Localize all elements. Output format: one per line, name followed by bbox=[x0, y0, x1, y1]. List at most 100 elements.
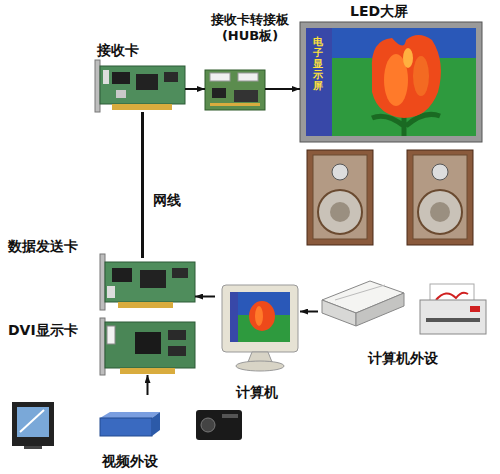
receiver-card-art bbox=[100, 66, 185, 104]
speaker-art bbox=[332, 164, 348, 180]
dvi-card-art bbox=[100, 318, 195, 375]
send-card-art bbox=[100, 254, 105, 310]
computer-art bbox=[222, 285, 298, 371]
computer-art bbox=[230, 292, 238, 342]
receiver-card-art bbox=[95, 60, 100, 112]
component-label: LED大屏 bbox=[350, 3, 408, 20]
component-box: 接收卡转接板 (HUB板) bbox=[205, 68, 265, 110]
send-card-art bbox=[140, 270, 166, 288]
speaker-art bbox=[418, 190, 462, 234]
connector bbox=[195, 296, 215, 298]
receiver-card-art bbox=[112, 104, 172, 110]
hub-board-art bbox=[205, 70, 265, 110]
video-device-art bbox=[12, 402, 242, 449]
peripheral-art bbox=[426, 318, 480, 322]
computer-art bbox=[230, 292, 290, 342]
led-screen-art bbox=[306, 28, 476, 136]
video-device-art bbox=[152, 412, 160, 436]
hub-board-art bbox=[210, 73, 230, 81]
dvi-card-art bbox=[107, 326, 115, 344]
hub-board-art bbox=[238, 73, 258, 81]
speaker-art bbox=[407, 150, 473, 245]
receiver-card-art bbox=[103, 70, 109, 84]
speaker-art bbox=[307, 150, 373, 245]
peripheral-art bbox=[322, 281, 486, 334]
component-label: 接收卡 bbox=[97, 42, 139, 59]
receiver-card-art bbox=[164, 72, 178, 82]
component-box: LED大屏电子显示屏 bbox=[300, 22, 482, 142]
peripheral-art bbox=[436, 293, 468, 300]
component-box: DVI显示卡 bbox=[100, 318, 195, 375]
component-box: 接收卡 bbox=[95, 64, 185, 112]
peripheral-art bbox=[322, 300, 356, 326]
component-label: 接收卡转接板 (HUB板) bbox=[200, 12, 300, 44]
led-screen-art bbox=[403, 48, 413, 68]
hub-board-art bbox=[212, 88, 226, 98]
dvi-card-art bbox=[100, 318, 105, 375]
component-label: 计算机 bbox=[236, 384, 278, 401]
video-device-art bbox=[20, 410, 44, 432]
connector bbox=[147, 375, 149, 395]
receiver-card-art bbox=[116, 90, 126, 98]
send-card-art bbox=[107, 286, 115, 298]
receiver-card-art bbox=[95, 60, 185, 112]
video-device-art bbox=[196, 410, 242, 440]
dvi-card-art bbox=[120, 368, 175, 374]
component-label: 数据发送卡 bbox=[8, 238, 78, 255]
speaker-art bbox=[330, 202, 350, 222]
send-card-art bbox=[118, 302, 173, 308]
led-screen-art bbox=[306, 28, 332, 136]
speaker-art bbox=[307, 150, 473, 245]
video-device-art bbox=[222, 414, 238, 418]
component-box: 视频外设 bbox=[8, 395, 245, 448]
dvi-card-art bbox=[135, 332, 161, 354]
video-device-art bbox=[100, 412, 160, 418]
speaker-art bbox=[432, 164, 448, 180]
led-screen-art bbox=[372, 35, 441, 118]
computer-art bbox=[222, 285, 298, 352]
computer-art bbox=[255, 306, 263, 326]
hub-board-art bbox=[205, 70, 265, 110]
dvi-card-art bbox=[168, 330, 186, 340]
led-screen-art bbox=[300, 22, 482, 142]
component-box: 数据发送卡 bbox=[100, 258, 195, 310]
computer-art bbox=[249, 301, 275, 331]
send-card-art bbox=[112, 268, 132, 282]
component-box: 计算机外设 bbox=[318, 268, 492, 340]
peripheral-art bbox=[420, 300, 486, 334]
peripheral-art bbox=[470, 306, 480, 312]
dvi-card-art bbox=[168, 346, 186, 356]
connector bbox=[265, 88, 300, 90]
speaker-art bbox=[313, 155, 367, 239]
receiver-card-art bbox=[112, 72, 130, 84]
component-label: 计算机外设 bbox=[368, 350, 438, 367]
connector bbox=[185, 88, 205, 90]
peripheral-art bbox=[335, 285, 385, 300]
led-screen-art bbox=[300, 22, 482, 142]
send-card-art bbox=[100, 254, 195, 310]
video-device-art bbox=[12, 402, 54, 446]
video-device-art bbox=[17, 407, 49, 437]
component-box: 计算机 bbox=[215, 283, 300, 372]
send-card-art bbox=[172, 268, 188, 278]
video-device-art bbox=[201, 418, 215, 432]
led-screen-art bbox=[413, 56, 429, 96]
speaker-art bbox=[318, 190, 362, 234]
peripheral-art bbox=[356, 293, 404, 326]
send-card-art bbox=[105, 262, 195, 302]
hub-board-art bbox=[234, 90, 258, 102]
computer-art bbox=[236, 361, 284, 371]
component-label: DVI显示卡 bbox=[8, 322, 78, 339]
connector bbox=[300, 311, 318, 313]
receiver-card-art bbox=[136, 74, 158, 90]
connector bbox=[141, 112, 144, 258]
component-label: 视频外设 bbox=[102, 453, 158, 470]
screen-text: 电子显示屏 bbox=[313, 36, 323, 91]
speaker-art bbox=[413, 155, 467, 239]
speaker-art bbox=[430, 202, 450, 222]
edge-label: 网线 bbox=[151, 192, 183, 209]
